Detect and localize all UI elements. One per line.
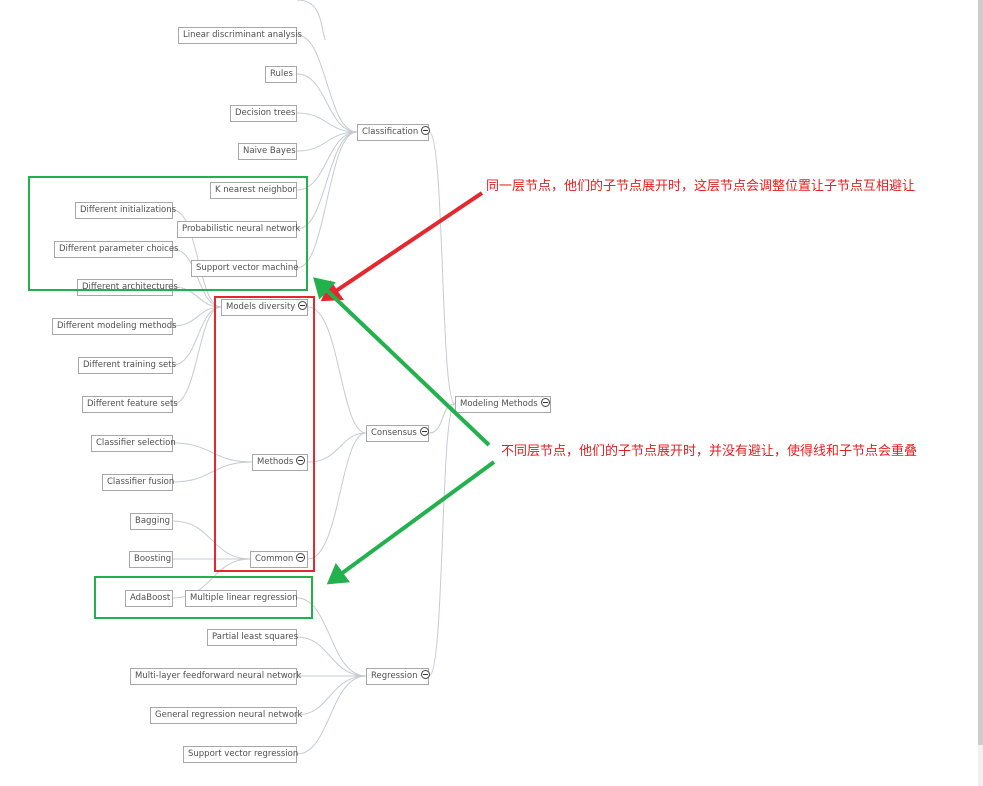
node-label: Models diversity bbox=[226, 302, 296, 312]
node-pls[interactable]: Partial least squares bbox=[207, 629, 298, 646]
link-com-bag bbox=[172, 520, 251, 560]
link-offscreen bbox=[296, 0, 326, 41]
node-diff-training-sets[interactable]: Different training sets bbox=[78, 357, 176, 374]
link-meth-fus bbox=[172, 461, 253, 483]
scrollbar-thumb[interactable] bbox=[978, 0, 983, 745]
collapse-toggle-icon[interactable] bbox=[296, 553, 306, 562]
node-diff-feature-sets[interactable]: Different feature sets bbox=[82, 396, 178, 413]
node-diff-modeling-methods[interactable]: Different modeling methods bbox=[52, 318, 177, 335]
link-cls-rules bbox=[296, 73, 358, 133]
node-label: Consensus bbox=[371, 428, 417, 438]
node-grnn[interactable]: General regression neural network bbox=[150, 707, 302, 724]
collapse-toggle-icon[interactable] bbox=[421, 126, 431, 135]
node-svr[interactable]: Support vector regression bbox=[183, 746, 298, 763]
node-svm[interactable]: Support vector machine bbox=[191, 260, 299, 277]
link-reg-grnn bbox=[296, 675, 367, 716]
vertical-scrollbar[interactable] bbox=[978, 0, 983, 786]
node-knn[interactable]: K nearest neighbor bbox=[210, 182, 297, 199]
highlight-box-consensus-children bbox=[214, 296, 315, 572]
node-modeling-methods[interactable]: Modeling Methods bbox=[455, 396, 551, 413]
link-md-feature bbox=[172, 306, 222, 405]
node-pnn[interactable]: Probabilistic neural network bbox=[177, 221, 300, 238]
highlight-box-different-level bbox=[94, 576, 313, 619]
node-diff-initializations[interactable]: Different initializations bbox=[75, 202, 176, 219]
node-methods[interactable]: Methods bbox=[252, 454, 308, 471]
link-root-classification bbox=[428, 131, 456, 405]
collapse-toggle-icon[interactable] bbox=[540, 398, 550, 407]
link-cls-dt bbox=[296, 112, 358, 133]
node-adaboost[interactable]: AdaBoost bbox=[125, 590, 173, 607]
node-rules[interactable]: Rules bbox=[265, 66, 297, 83]
node-mlfnn[interactable]: Multi-layer feedforward neural network bbox=[130, 668, 301, 685]
node-label: Common bbox=[255, 554, 294, 564]
link-cls-lda bbox=[296, 34, 358, 133]
link-reg-pls bbox=[296, 636, 367, 677]
link-cls-nb bbox=[296, 131, 358, 152]
node-classifier-selection[interactable]: Classifier selection bbox=[91, 435, 176, 452]
highlight-box-same-level bbox=[28, 176, 308, 291]
node-naive-bayes[interactable]: Naive Bayes bbox=[238, 143, 297, 160]
link-root-regression bbox=[428, 403, 456, 677]
link-meth-sel bbox=[172, 442, 253, 463]
collapse-toggle-icon[interactable] bbox=[420, 670, 430, 679]
annotation-different-level: 不同层节点，他们的子节点展开时，并没有避让，使得线和子节点会重叠 bbox=[501, 444, 918, 459]
annotation-same-level: 同一层节点，他们的子节点展开时，这层节点会调整位置让子节点互相避让 bbox=[486, 179, 916, 194]
node-boosting[interactable]: Boosting bbox=[129, 551, 173, 568]
node-common[interactable]: Common bbox=[250, 551, 308, 568]
node-classification[interactable]: Classification bbox=[357, 124, 431, 141]
link-cons-common bbox=[307, 432, 367, 560]
link-cons-methods bbox=[307, 432, 367, 463]
node-lda[interactable]: Linear discriminant analysis bbox=[178, 27, 302, 44]
link-com-ada bbox=[172, 558, 251, 599]
node-consensus[interactable]: Consensus bbox=[366, 425, 429, 442]
collapse-toggle-icon[interactable] bbox=[298, 301, 308, 310]
collapse-toggle-icon[interactable] bbox=[296, 456, 306, 465]
node-label: Modeling Methods bbox=[460, 399, 538, 409]
link-cons-md bbox=[307, 306, 367, 434]
node-regression[interactable]: Regression bbox=[366, 668, 430, 685]
link-reg-mlr bbox=[296, 597, 367, 677]
link-cls-knn bbox=[296, 131, 358, 191]
collapse-toggle-icon[interactable] bbox=[419, 427, 429, 436]
link-reg-svr bbox=[296, 675, 367, 755]
node-classifier-fusion[interactable]: Classifier fusion bbox=[102, 474, 174, 491]
node-models-diversity[interactable]: Models diversity bbox=[221, 299, 308, 316]
node-diff-architectures[interactable]: Different architectures bbox=[77, 279, 178, 296]
link-root-consensus bbox=[428, 403, 456, 434]
node-label: Methods bbox=[257, 457, 294, 467]
link-md-init bbox=[172, 209, 222, 308]
node-bagging[interactable]: Bagging bbox=[130, 513, 173, 530]
node-mlr[interactable]: Multiple linear regression bbox=[185, 590, 298, 607]
node-label: Regression bbox=[371, 671, 418, 681]
node-label: Classification bbox=[362, 127, 419, 137]
node-diff-parameter-choices[interactable]: Different parameter choices bbox=[54, 241, 178, 258]
node-decision-trees[interactable]: Decision trees bbox=[230, 105, 297, 122]
